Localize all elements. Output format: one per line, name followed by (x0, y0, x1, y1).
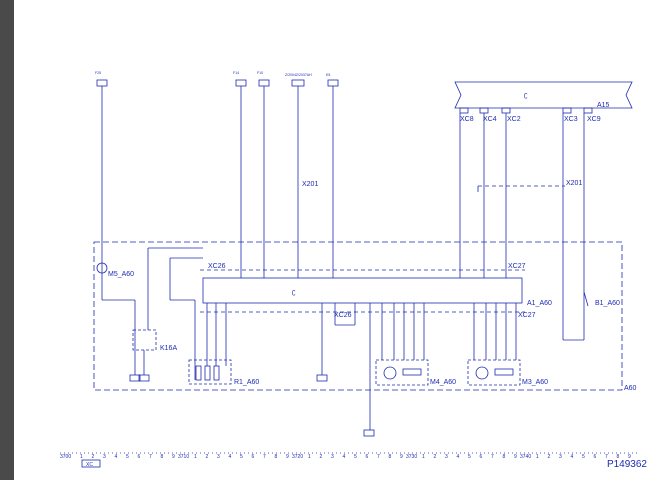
ruler-digit: 9 (514, 454, 517, 460)
svg-text:F14: F14 (233, 71, 239, 75)
m5-label: M5_A60 (108, 271, 134, 278)
a1-ecu-box (202, 277, 523, 304)
ruler-mark: 3710 (178, 454, 189, 460)
ruler-digit: 2 (434, 454, 437, 460)
ruler-start: 3700 (60, 454, 71, 460)
a15-center-glyph: ʗ (524, 92, 528, 99)
svg-text:F25: F25 (95, 71, 101, 75)
ruler-digit: 8 (161, 454, 164, 460)
ruler-digit: 6 (594, 454, 597, 460)
ruler-digit: 8 (617, 454, 620, 460)
a15-label: A15 (597, 102, 610, 109)
xc26-top-label: XC26 (208, 263, 226, 270)
ruler-digit: 7 (377, 454, 380, 460)
ruler-tag: XC (86, 462, 93, 468)
ruler-mark: 3720 (292, 454, 303, 460)
xc2-label: XC2 (507, 116, 521, 123)
ruler-digit: 8 (275, 454, 278, 460)
ruler-digit: 3 (217, 454, 220, 460)
ruler-digit: 5 (582, 454, 585, 460)
ruler-digit: 9 (400, 454, 403, 460)
grid-ruler: 3700 1 2 3 4 5 6 7 8 9 1 2 3 4 5 6 7 8 9 1 2 3 4 5 6 7 8 9 1 2 3 4 5 6 7 8… (60, 454, 631, 468)
ruler-digit: 4 (115, 454, 118, 460)
ruler-digit: 7 (605, 454, 608, 460)
ruler-digit: 8 (389, 454, 392, 460)
ruler-digit: 4 (571, 454, 574, 460)
ruler-digit: 5 (468, 454, 471, 460)
ruler-digit: 5 (240, 454, 243, 460)
ruler-digit: 4 (343, 454, 346, 460)
ruler-digit: 9 (628, 454, 631, 460)
xc3-label: XC3 (564, 116, 578, 123)
ruler-digit: 9 (286, 454, 289, 460)
m3-motor-box (467, 359, 521, 386)
b1-label: B1_A60 (595, 300, 620, 307)
ruler-digit: 3 (331, 454, 334, 460)
ruler-digit: 9 (172, 454, 175, 460)
xc27-top-label: XC27 (508, 263, 526, 270)
m3-label: M3_A60 (522, 379, 548, 386)
ruler-digit: 6 (138, 454, 141, 460)
a60-label: A60 (624, 385, 637, 392)
ruler-mark: 3730 (406, 454, 417, 460)
ruler-digit: 7 (149, 454, 152, 460)
ruler-digit: 6 (366, 454, 369, 460)
k16a-relay-box (132, 329, 157, 351)
ruler-digit: 5 (354, 454, 357, 460)
svg-text:F10: F10 (257, 71, 263, 75)
svg-text:Z/2004Z/2037AH: Z/2004Z/2037AH (285, 73, 312, 77)
ruler-digit: 2 (92, 454, 95, 460)
ruler-digit: 1 (536, 454, 539, 460)
r1-resistor-box (188, 359, 232, 385)
ruler-digit: 2 (206, 454, 209, 460)
ruler-digit: 2 (320, 454, 323, 460)
ruler-digit: 8 (503, 454, 506, 460)
svg-text:K5: K5 (326, 73, 330, 77)
ruler-mark: 3740 (520, 454, 531, 460)
ruler-digit: 6 (252, 454, 255, 460)
ruler-digit: 3 (103, 454, 106, 460)
ruler-digit: 7 (491, 454, 494, 460)
m5-motor-symbol (96, 262, 108, 274)
drawing-number: P149362 (606, 459, 647, 470)
m4-motor-box (375, 359, 429, 386)
ruler-digit: 7 (263, 454, 266, 460)
xc8-label: XC8 (460, 116, 474, 123)
ruler-digit: 4 (457, 454, 460, 460)
x201-right-label: X201 (566, 180, 582, 187)
ruler-digit: 4 (229, 454, 232, 460)
r1-label: R1_A60 (234, 379, 259, 386)
ruler-digit: 1 (194, 454, 197, 460)
a1-ecu-label: A1_A60 (527, 300, 552, 307)
ruler-digit: 5 (126, 454, 129, 460)
ruler-digit: 3 (559, 454, 562, 460)
a60-enclosure (93, 241, 623, 391)
ecu-center-glyph: ʗ (292, 289, 296, 296)
xc26-bottom-label: XC26 (334, 312, 352, 319)
m4-label: M4_A60 (430, 379, 456, 386)
xc9-label: XC9 (587, 116, 601, 123)
ruler-digit: 1 (80, 454, 83, 460)
ruler-digit: 3 (445, 454, 448, 460)
left-gutter-bar (0, 0, 14, 480)
xc27-bottom-label: XC27 (518, 312, 536, 319)
xc4-label: XC4 (483, 116, 497, 123)
ruler-digit: 6 (480, 454, 483, 460)
a15-module-outline (454, 81, 633, 109)
x201-top-label: X201 (302, 181, 318, 188)
k16a-label: K16A (160, 345, 177, 352)
ruler-digit: 1 (422, 454, 425, 460)
ruler-digit: 2 (548, 454, 551, 460)
ruler-digit: 1 (308, 454, 311, 460)
